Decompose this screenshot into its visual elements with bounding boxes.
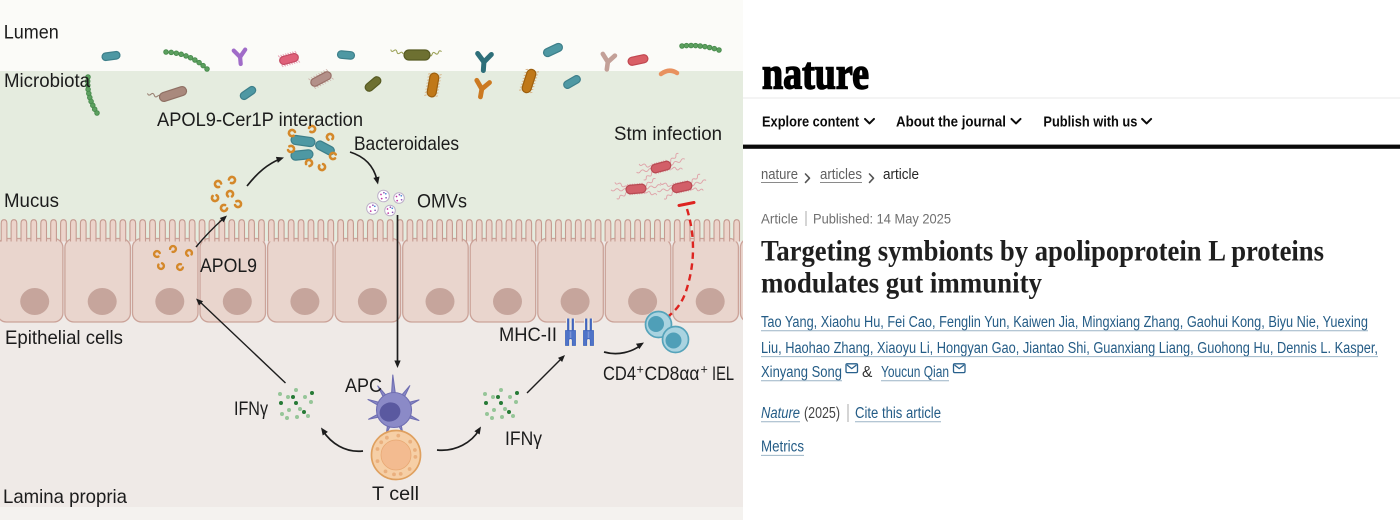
- svg-text:Targeting symbionts by apolipo: Targeting symbionts by apolipoprotein L …: [761, 235, 1324, 268]
- svg-text:Microbiota: Microbiota: [4, 70, 90, 92]
- svg-text:Youcun Qian: Youcun Qian: [881, 364, 949, 381]
- svg-text:Nature: Nature: [761, 405, 800, 422]
- svg-text:IFNγ: IFNγ: [234, 398, 268, 420]
- svg-text:nature: nature: [761, 166, 798, 183]
- svg-text:APOL9-Cer1P interaction: APOL9-Cer1P interaction: [157, 109, 363, 131]
- svg-text:OMVs: OMVs: [417, 191, 467, 213]
- svg-text:IFNγ: IFNγ: [505, 428, 542, 450]
- svg-text:+: +: [637, 363, 644, 377]
- svg-text:Lamina propria: Lamina propria: [3, 486, 127, 508]
- svg-text:About the journal: About the journal: [896, 114, 1006, 131]
- svg-text:Epithelial cells: Epithelial cells: [5, 327, 123, 349]
- svg-text:APC: APC: [345, 375, 382, 397]
- svg-text:Published: 14 May 2025: Published: 14 May 2025: [813, 212, 951, 227]
- svg-text:article: article: [883, 166, 919, 183]
- svg-text:Article: Article: [761, 212, 798, 227]
- svg-text:Explore content: Explore content: [762, 114, 859, 131]
- svg-text:Stm infection: Stm infection: [614, 123, 722, 145]
- svg-text:Cite this article: Cite this article: [855, 405, 941, 422]
- svg-text:Bacteroidales: Bacteroidales: [354, 133, 459, 155]
- svg-text:Mucus: Mucus: [4, 190, 59, 212]
- svg-text:+: +: [701, 363, 708, 377]
- svg-text:IEL: IEL: [712, 364, 734, 385]
- svg-text:articles: articles: [820, 166, 862, 183]
- svg-text:CD8αα: CD8αα: [645, 364, 700, 385]
- svg-text:Publish with us: Publish with us: [1043, 114, 1137, 131]
- svg-text:APOL9: APOL9: [200, 255, 257, 277]
- svg-text:nature: nature: [762, 48, 869, 98]
- svg-text:Metrics: Metrics: [761, 439, 804, 456]
- svg-text:T cell: T cell: [372, 483, 419, 505]
- svg-text:Lumen: Lumen: [4, 21, 59, 43]
- svg-text:Liu, Haohao Zhang, Xiaoyu Li,: Liu, Haohao Zhang, Xiaoyu Li, Hongyan Ga…: [761, 340, 1378, 357]
- svg-text:&: &: [862, 364, 873, 381]
- svg-text:Tao Yang, Xiaohu Hu, Fei Cao,: Tao Yang, Xiaohu Hu, Fei Cao, Fenglin Yu…: [761, 314, 1368, 331]
- svg-text:modulates gut immunity: modulates gut immunity: [761, 267, 1042, 300]
- svg-text:Xinyang Song: Xinyang Song: [761, 364, 842, 381]
- svg-text:MHC-II: MHC-II: [499, 324, 557, 346]
- svg-text:(2025): (2025): [804, 405, 840, 422]
- svg-text:CD4: CD4: [603, 364, 636, 385]
